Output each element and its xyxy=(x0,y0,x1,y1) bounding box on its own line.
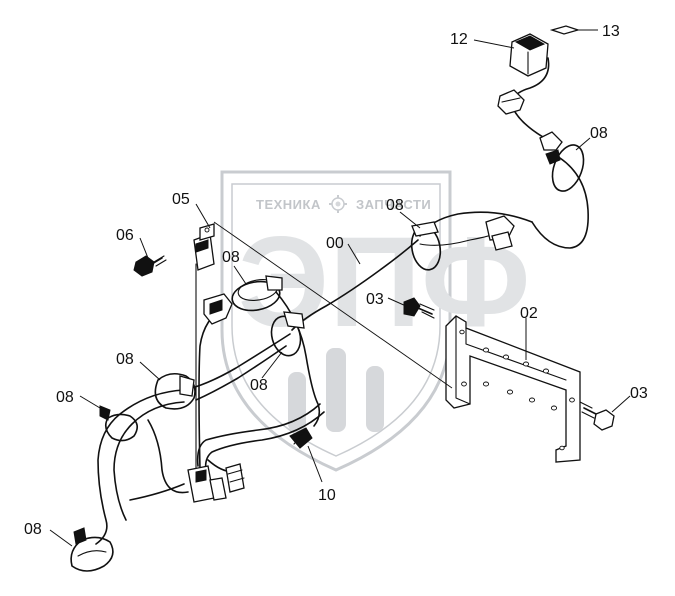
wire-left-loop xyxy=(95,389,185,545)
callout-06: 06 xyxy=(116,227,134,244)
connector-small-top xyxy=(539,131,563,151)
wire-right-loop xyxy=(531,157,589,249)
callout-10: 10 xyxy=(318,487,336,504)
connector-left-upper xyxy=(203,293,233,325)
callout-08-middle: 08 xyxy=(250,377,268,394)
watermark-shield-inner xyxy=(231,183,441,457)
clamp-far-left xyxy=(99,405,138,442)
mounting-bracket xyxy=(445,315,581,463)
wire-left-cross xyxy=(129,483,185,501)
callout-03-upper: 03 xyxy=(366,291,384,308)
callout-08-bottom-left: 08 xyxy=(24,521,42,538)
leader-diagonal xyxy=(213,221,453,389)
callout-08-top-right: 08 xyxy=(590,125,608,142)
wire-harness xyxy=(95,57,589,545)
watermark-wheat-columns xyxy=(288,348,384,432)
clamp-center-right xyxy=(410,221,442,271)
grommet-10 xyxy=(289,427,313,449)
watermark-shield xyxy=(220,170,452,472)
connector-mid-top xyxy=(497,89,525,115)
bracket-plate xyxy=(445,315,581,463)
callout-02: 02 xyxy=(520,305,538,322)
connector-right xyxy=(485,215,515,251)
watermark-left-word: ТЕХНИКА xyxy=(256,197,321,212)
clamp-left xyxy=(154,372,196,410)
wire-trunk-mid xyxy=(291,239,419,331)
callout-12: 12 xyxy=(450,31,468,48)
watermark-big-letters: ЭПФ xyxy=(238,211,530,354)
wire-top-2 xyxy=(512,107,549,141)
clamp-upper-left xyxy=(231,275,283,312)
connector-12 xyxy=(509,33,549,77)
callout-08-far-left: 08 xyxy=(56,389,74,406)
clamp-top-right xyxy=(545,144,585,192)
wire-left-inner xyxy=(147,419,189,494)
callout-03-right: 03 xyxy=(630,385,648,402)
callout-08-upper-left: 08 xyxy=(222,249,240,266)
gear-icon xyxy=(329,195,347,213)
bracket-fold xyxy=(455,315,471,405)
clamp-middle xyxy=(270,311,305,357)
leader-lines xyxy=(49,29,631,547)
clamp-bottom-left xyxy=(70,527,114,572)
callout-08-center-right: 08 xyxy=(386,197,404,214)
wire-left-loop-2 xyxy=(113,401,185,521)
callout-00: 00 xyxy=(326,235,344,252)
callout-05: 05 xyxy=(172,191,190,208)
bolt-03-right xyxy=(579,401,615,431)
wire-lower-2 xyxy=(204,411,325,473)
watermark-right-word: ЗАПЧАСТИ xyxy=(356,197,431,212)
bolt-06 xyxy=(133,255,167,277)
bracket-edge xyxy=(465,327,567,381)
bracket-holes xyxy=(459,329,575,451)
bolt-03-upper xyxy=(403,297,435,319)
callout-08-left: 08 xyxy=(116,351,134,368)
connector-bottom xyxy=(187,463,245,503)
relay-05 xyxy=(193,223,215,271)
callout-13: 13 xyxy=(602,23,620,40)
watermark: ЭПФ ТЕХНИКА ЗАПЧАСТИ xyxy=(220,170,530,472)
wire-to-clamp-2 xyxy=(195,345,287,401)
part-13 xyxy=(549,25,581,35)
callout-labels: 12 13 08 05 08 06 00 08 03 02 08 08 08 0… xyxy=(24,23,648,538)
